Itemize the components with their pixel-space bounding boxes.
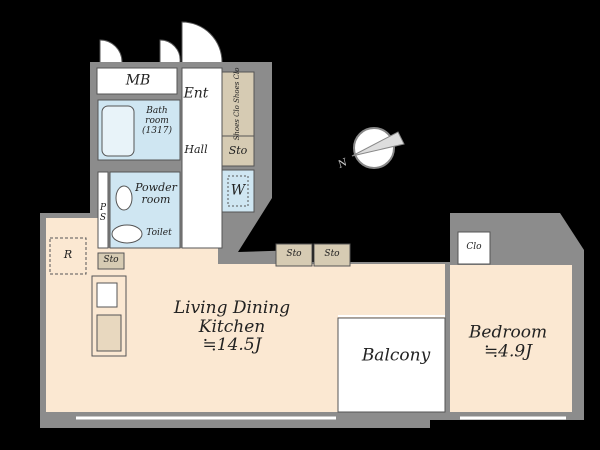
bathroom-label-line1: Bath: [146, 106, 168, 117]
fridge-space: [49, 237, 87, 275]
powder-room-label-line2: room: [141, 193, 171, 206]
shoes-closet-label: Shoes Clo Shoes Clo: [233, 67, 242, 141]
shoes-closet: [221, 71, 255, 137]
powder-room-label: Powder room: [135, 180, 177, 206]
kitchen-storage: [97, 252, 125, 270]
svg-text:N: N: [336, 157, 351, 172]
balcony-area: [337, 317, 446, 413]
north-compass-icon: N: [336, 127, 405, 172]
ldk-area: ≒14.5J: [202, 335, 262, 356]
balcony-label: Balcony: [361, 345, 431, 366]
bathroom-label: Bath room (1317): [142, 106, 172, 137]
ldk-label: Living Dining Kitchen ≒14.5J: [174, 299, 290, 355]
sink: [115, 185, 133, 211]
bedroom-room: [450, 265, 572, 412]
bedroom-label-name: Bedroom: [468, 322, 548, 343]
ps-label: P S: [99, 203, 107, 224]
bathroom-label-line2: room: [145, 116, 169, 127]
powder-room-label-line1: Powder: [135, 180, 177, 194]
mb-space: [96, 67, 178, 95]
toilet-bowl: [111, 224, 143, 244]
storage-b-label: Sto: [324, 249, 340, 260]
ps-shaft: [97, 171, 109, 249]
closet-label: Clo: [466, 242, 482, 253]
storage-a: [275, 243, 313, 267]
toilet-label: Toilet: [146, 228, 172, 239]
hall-area: [181, 67, 223, 249]
entrance-label: Ent: [183, 85, 209, 102]
ps-label-line1: P: [99, 203, 107, 214]
ldk-label-line2: Kitchen: [198, 316, 266, 337]
bedroom-area: ≒4.9J: [483, 341, 533, 361]
closet: [457, 231, 491, 265]
storage-a-label: Sto: [286, 249, 302, 260]
stove: [96, 282, 118, 308]
kitchen-storage-label: Sto: [103, 255, 119, 266]
washer-label: W: [230, 182, 246, 199]
washer-space: [221, 169, 255, 213]
hall-label: Hall: [184, 142, 208, 156]
fridge-label: R: [63, 247, 73, 261]
ldk-label-line1: Living Dining: [173, 297, 291, 318]
storage-b: [313, 243, 351, 267]
bathtub: [101, 105, 135, 157]
ps-label-line2: S: [99, 213, 107, 223]
kitchen-sink: [96, 314, 122, 352]
shoes-closet-label-1: Shoes Clo: [233, 105, 242, 141]
bedroom-label: Bedroom ≒4.9J: [469, 323, 547, 360]
hall-storage-label: Sto: [228, 143, 248, 157]
hall-storage: [221, 135, 255, 167]
mb-label: MB: [125, 72, 151, 89]
shoes-closet-label-2: Shoes Clo: [233, 67, 242, 103]
mb-door: [99, 39, 181, 63]
bathroom-label-line3: (1317): [142, 125, 172, 136]
entrance-door: [181, 21, 223, 63]
